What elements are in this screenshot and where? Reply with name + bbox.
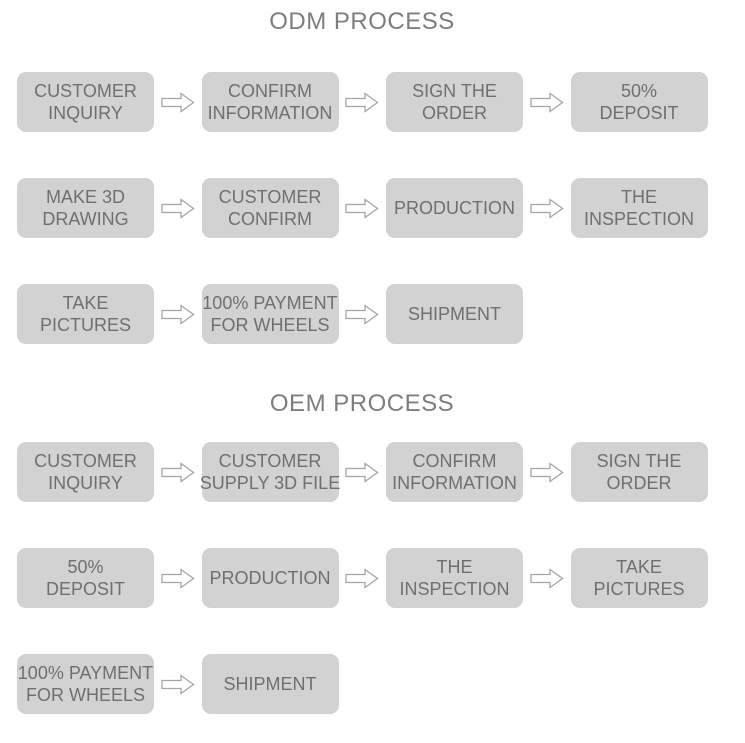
process-step-label: DEPOSIT [45, 579, 125, 599]
right-arrow-icon [154, 303, 202, 325]
right-arrow-icon [339, 303, 387, 325]
right-arrow-icon [523, 197, 571, 219]
process-step: SHIPMENT [386, 284, 523, 344]
process-step-label: PRODUCTION [209, 568, 331, 588]
process-step-label: INFORMATION [392, 473, 517, 493]
process-step: SHIPMENT [201, 654, 339, 714]
process-step: 50%DEPOSIT [570, 72, 708, 132]
process-step-label: 50% [67, 557, 104, 577]
process-step-label: CUSTOMER [34, 451, 137, 471]
right-arrow-icon [154, 197, 202, 219]
process-step-label: CUSTOMER [34, 81, 137, 101]
process-step-label: PICTURES [593, 579, 685, 599]
process-step-label: ORDER [606, 473, 672, 493]
right-arrow-icon [523, 91, 571, 113]
odm-process-title: ODM PROCESS [269, 8, 455, 35]
right-arrow-icon [154, 567, 202, 589]
process-step-label: ORDER [421, 103, 487, 123]
process-step-label: SIGN THE [412, 81, 497, 101]
process-step-label: THE [436, 557, 473, 577]
process-step-label: CONFIRM [228, 81, 312, 101]
process-step-label: CONFIRM [228, 209, 312, 229]
process-step-label: CUSTOMER [218, 451, 322, 471]
process-step: 50%DEPOSIT [17, 548, 154, 608]
right-arrow-icon [154, 461, 202, 483]
right-arrow-icon [339, 461, 387, 483]
process-step-label: SHIPMENT [223, 674, 317, 694]
process-step-label: SUPPLY 3D FILE [199, 473, 341, 493]
right-arrow-icon [154, 673, 202, 695]
process-step-label: INFORMATION [207, 103, 333, 123]
process-step-label: INSPECTION [399, 579, 510, 599]
process-step-label: TAKE [616, 557, 662, 577]
process-step-label: DEPOSIT [599, 103, 679, 123]
process-step-label: INQUIRY [48, 103, 123, 123]
process-step-label: DRAWING [42, 209, 129, 229]
process-step-label: SHIPMENT [407, 304, 501, 324]
process-step-label: TAKE [62, 293, 109, 313]
process-step-label: CONFIRM [412, 451, 497, 471]
right-arrow-icon [339, 197, 387, 219]
process-step-label: 100% PAYMENT [202, 293, 338, 313]
process-step: PRODUCTION [386, 178, 523, 238]
right-arrow-icon [339, 91, 387, 113]
process-step-label: MAKE 3D [45, 187, 126, 207]
process-step-label: THE [621, 187, 657, 207]
process-step-label: PRODUCTION [394, 198, 515, 218]
process-step: PRODUCTION [201, 548, 339, 608]
process-step-label: 100% PAYMENT [17, 663, 154, 683]
process-step-label: SIGN THE [596, 451, 682, 471]
process-step-label: 50% [620, 81, 658, 101]
right-arrow-icon [154, 91, 202, 113]
process-step-label: CUSTOMER [218, 187, 322, 207]
process-step-label: INQUIRY [48, 473, 123, 493]
right-arrow-icon [523, 567, 571, 589]
process-step-label: FOR WHEELS [25, 685, 145, 705]
oem-process-title: OEM PROCESS [269, 390, 455, 417]
process-step-label: PICTURES [39, 315, 131, 335]
right-arrow-icon [339, 567, 387, 589]
process-step-label: FOR WHEELS [210, 315, 330, 335]
process-step-label: INSPECTION [583, 209, 694, 229]
right-arrow-icon [523, 461, 571, 483]
